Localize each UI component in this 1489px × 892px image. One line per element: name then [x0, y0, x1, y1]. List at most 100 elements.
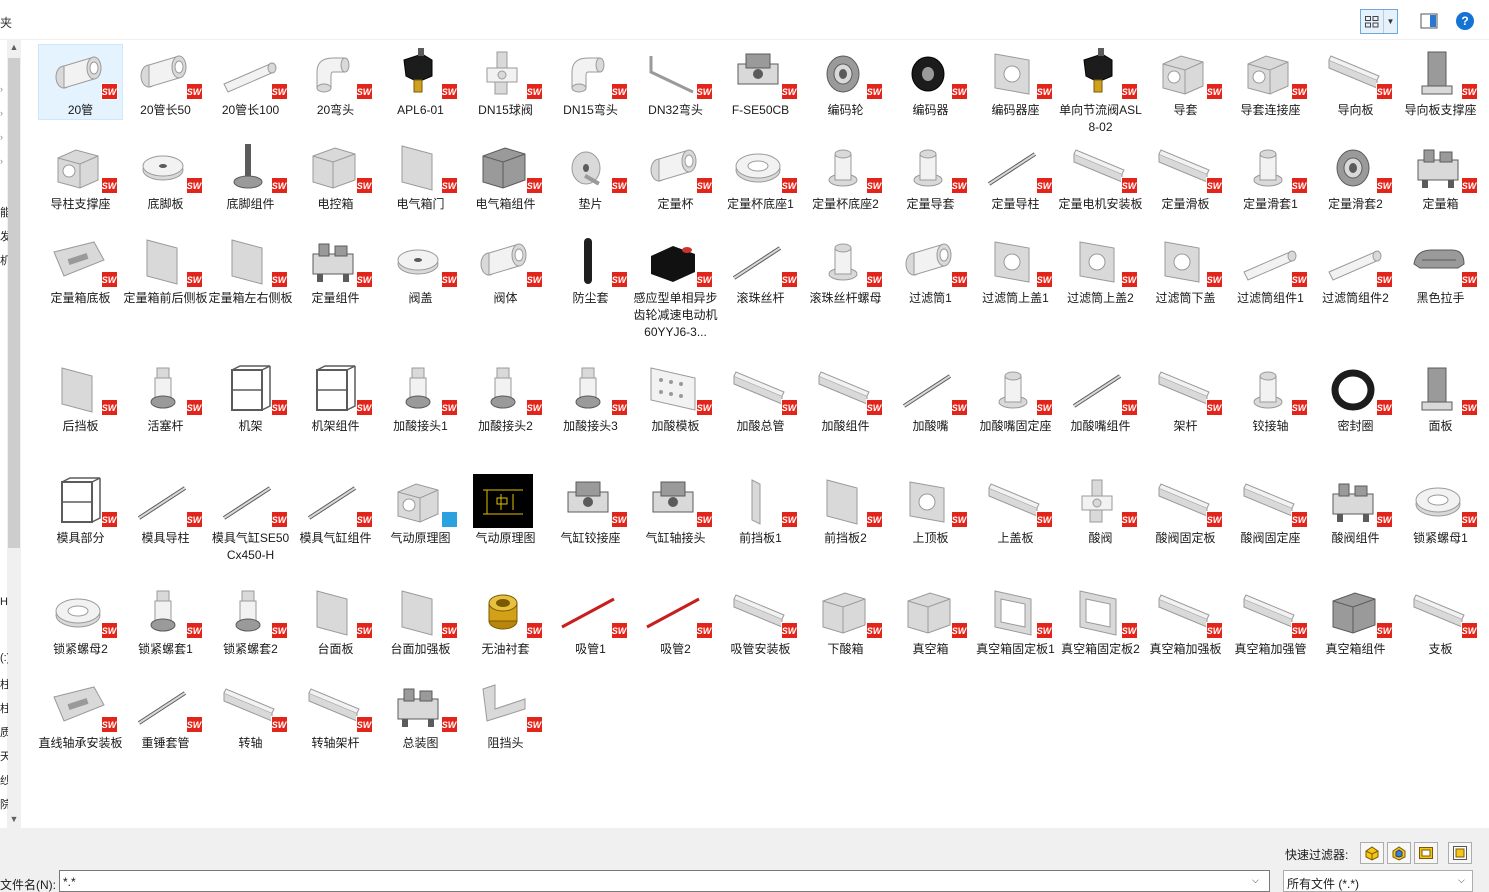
file-item[interactable]: 气动原理图: [463, 472, 548, 547]
filename-input[interactable]: *.*: [59, 870, 1270, 892]
expand-chevron-icon[interactable]: ›: [0, 156, 3, 166]
nav-item[interactable]: 院: [0, 799, 8, 811]
nav-item[interactable]: 发: [0, 231, 8, 243]
grid-scrollbar[interactable]: [1480, 40, 1489, 828]
chevron-down-icon[interactable]: ▼: [1383, 10, 1397, 33]
expand-chevron-icon[interactable]: ›: [0, 108, 3, 118]
scroll-up-icon[interactable]: ▲: [9, 42, 19, 52]
file-type-select[interactable]: 所有文件 (*.*): [1283, 870, 1473, 892]
chevron-down-icon[interactable]: ⌵: [1458, 875, 1465, 885]
nav-item[interactable]: 能: [0, 207, 8, 219]
filter-assembly-icon[interactable]: [1387, 842, 1411, 864]
filter-toggle-icon[interactable]: [1448, 842, 1472, 864]
file-item[interactable]: 气动原理图: [378, 472, 463, 547]
nav-item[interactable]: 柱: [0, 703, 8, 715]
nav-item[interactable]: 柱: [0, 679, 8, 691]
filter-part-icon[interactable]: [1360, 842, 1384, 864]
preview-pane-icon[interactable]: [1420, 13, 1438, 29]
chevron-down-icon[interactable]: ⌵: [1252, 875, 1259, 885]
nav-item[interactable]: (:): [0, 652, 8, 664]
nav-item[interactable]: H: [0, 596, 8, 608]
folder-path-fragment[interactable]: 夹: [0, 16, 13, 30]
expand-chevron-icon[interactable]: ›: [0, 132, 3, 142]
nav-scrollbar-thumb[interactable]: [8, 58, 20, 548]
nav-item[interactable]: 质: [0, 727, 8, 739]
